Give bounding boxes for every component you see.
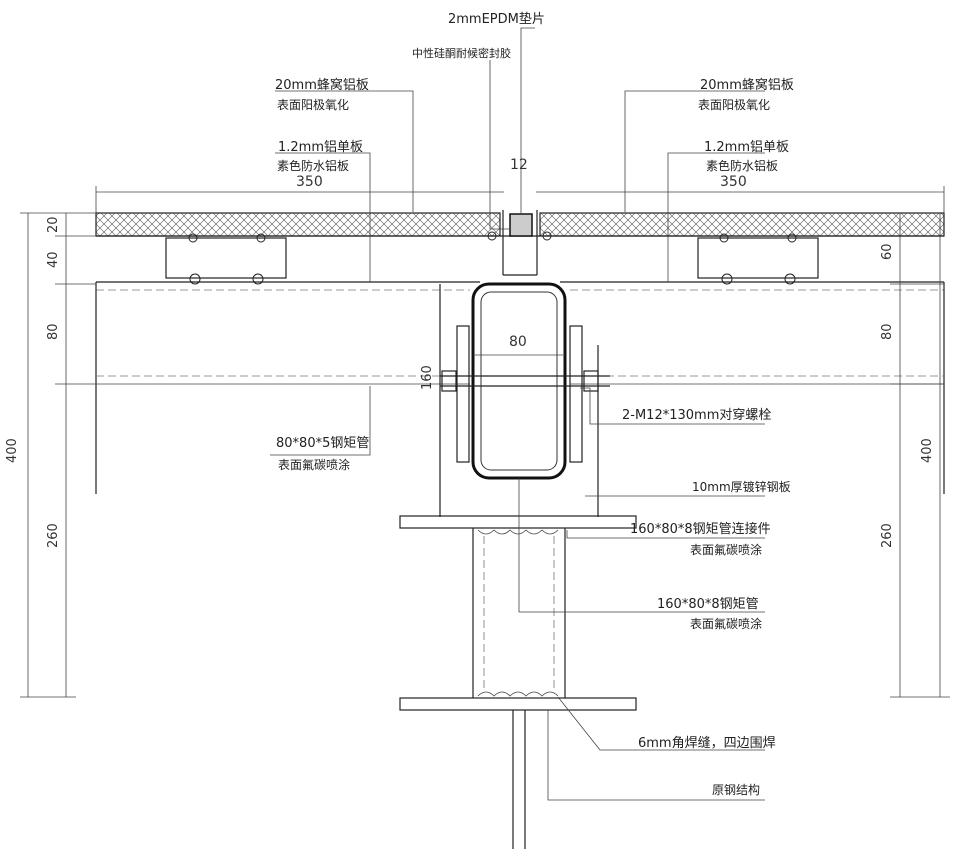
side-plate-right <box>569 325 583 463</box>
nut-right <box>583 370 599 392</box>
screw-icon <box>252 273 264 285</box>
connector-sub: 表面氟碳喷涂 <box>690 543 763 557</box>
honeycomb-right-title: 20mm蜂窝铝板 <box>700 78 794 93</box>
tube80-sub: 表面氟碳喷涂 <box>278 458 351 472</box>
connector-tube-inner <box>480 291 558 471</box>
alum-right-title: 1.2mm铝单板 <box>704 140 790 155</box>
dim-40: 40 <box>46 251 61 268</box>
weld-bead-top <box>477 529 559 535</box>
dim-350-right: 350 <box>720 174 747 190</box>
rivet-icon <box>256 233 266 243</box>
screw-icon <box>784 273 796 285</box>
rivet-icon <box>188 233 198 243</box>
honeycomb-right-sub: 表面阳极氧化 <box>698 98 771 112</box>
dim-350-left: 350 <box>296 174 323 190</box>
bracket-right <box>697 237 819 279</box>
rivet-icon <box>719 233 729 243</box>
honeycomb-left-title: 20mm蜂窝铝板 <box>275 78 369 93</box>
epdm-label: 2mmEPDM垫片 <box>448 12 545 27</box>
screw-icon <box>189 273 201 285</box>
bolt-icon <box>542 231 552 241</box>
alum-left-sub: 素色防水铝板 <box>277 159 350 173</box>
honeycomb-left-sub: 表面阳极氧化 <box>277 98 350 112</box>
tube80-title: 80*80*5钢矩管 <box>276 436 370 451</box>
dim-400-left: 400 <box>5 438 20 463</box>
connector-title: 160*80*8钢矩管连接件 <box>630 522 771 537</box>
dim-80-left: 80 <box>46 323 61 340</box>
tube160-sub: 表面氟碳喷涂 <box>690 617 763 631</box>
weld-bead-bottom <box>477 691 559 697</box>
weld-label: 6mm角焊缝，四边围焊 <box>638 736 776 751</box>
dim-12: 12 <box>510 157 528 173</box>
alum-right-sub: 素色防水铝板 <box>706 159 779 173</box>
alum-left-title: 1.2mm铝单板 <box>278 140 364 155</box>
dim-260-left: 260 <box>46 523 61 548</box>
bottom-plate <box>399 697 637 711</box>
bolt-label: 2-M12*130mm对穿螺栓 <box>622 408 772 423</box>
nut-left <box>441 370 457 392</box>
screw-icon <box>721 273 733 285</box>
dim-160: 160 <box>420 365 435 390</box>
bolt-icon <box>487 231 497 241</box>
dim-80-center: 80 <box>509 334 527 350</box>
plate-label: 10mm厚镀锌钢板 <box>692 480 791 494</box>
dim-60: 60 <box>880 243 895 260</box>
galvanized-plate <box>399 515 637 529</box>
dim-260-right: 260 <box>880 523 895 548</box>
sealant-label: 中性硅酮耐候密封胶 <box>412 47 511 60</box>
structure-label: 原钢结构 <box>712 783 761 797</box>
rivet-icon <box>787 233 797 243</box>
dim-20: 20 <box>46 216 61 233</box>
bracket-left <box>165 237 287 279</box>
side-plate-left <box>456 325 470 463</box>
dim-80-right: 80 <box>880 323 895 340</box>
tube160-title: 160*80*8钢矩管 <box>657 597 759 612</box>
dim-400-right: 400 <box>920 438 935 463</box>
